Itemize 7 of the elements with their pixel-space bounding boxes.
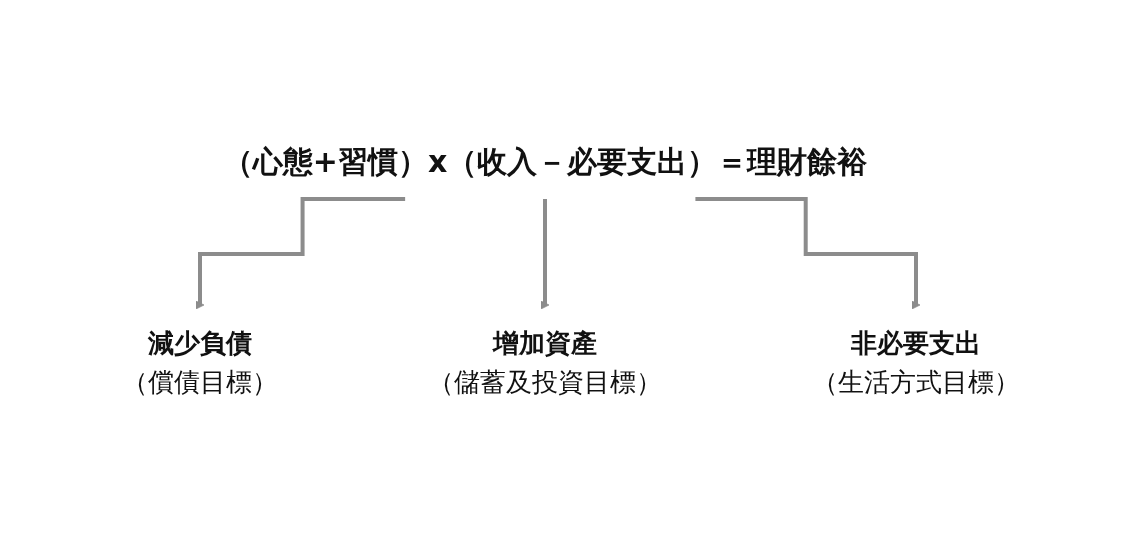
node-text: 增加資產 （儲蓄及投資目標） bbox=[428, 328, 662, 397]
arrow bbox=[540, 197, 550, 310]
node-text: 非必要支出 （生活方式目標） bbox=[812, 328, 1020, 397]
node-text: （心態+習慣）x（收入－必要支出）＝理財餘裕 bbox=[222, 144, 868, 179]
arrow bbox=[695, 197, 921, 310]
node-text: 減少負債 （償債目標） bbox=[122, 328, 278, 397]
arrow bbox=[195, 197, 406, 310]
